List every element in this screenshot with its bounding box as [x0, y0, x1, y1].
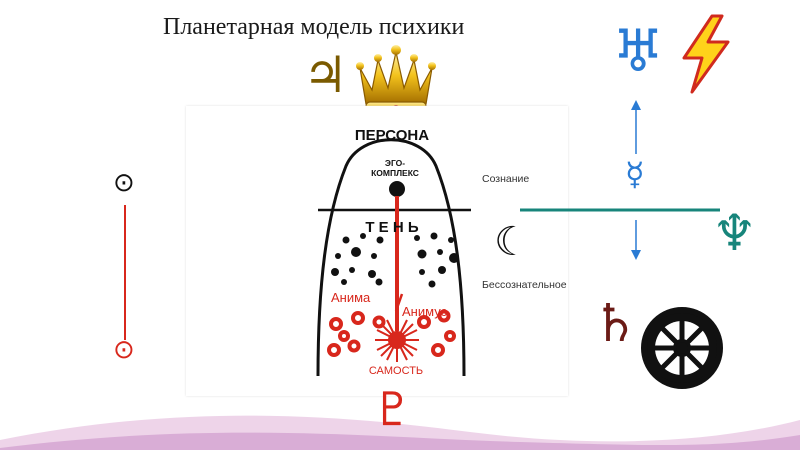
persona-label: ПЕРСОНА	[355, 127, 429, 144]
black-sun-icon	[640, 290, 724, 410]
psyche-bell-outline	[316, 138, 466, 377]
shadow-label: Т Е Н Ь	[365, 219, 419, 236]
lightning-icon	[682, 14, 730, 94]
psyche-diagram: ПЕРСОНА ЭГО- КОМПЛЕКС Т Е Н Ь Анима Аним…	[316, 127, 567, 377]
sun-icon-bottom: ⊙	[113, 335, 135, 365]
shadow-dots	[331, 232, 459, 288]
sun-icon-top: ⊙	[113, 168, 135, 198]
ego-label-1: ЭГО-	[385, 158, 405, 168]
pluto-icon: ♇	[372, 382, 414, 436]
psyche-diagram-panel	[186, 106, 568, 396]
red-vertical-line	[124, 205, 126, 340]
ego-complex-dot	[389, 181, 405, 197]
neptune-icon: ♆	[712, 204, 757, 262]
jupiter-icon: ♃	[303, 46, 348, 104]
right-axis	[520, 100, 720, 260]
mercury-icon: ☿	[625, 155, 645, 193]
anima-animus-slash	[394, 293, 404, 312]
conscious-label: Сознание	[482, 173, 529, 185]
saturn-icon: ♄	[592, 294, 639, 354]
moon-icon: ☾	[494, 219, 530, 265]
ego-label-2: КОМПЛЕКС	[371, 168, 419, 178]
self-starburst	[375, 318, 419, 362]
anima-label: Анима	[331, 290, 371, 305]
slide-title: Планетарная модель психики	[163, 14, 465, 40]
uranus-icon: ♅	[612, 17, 664, 85]
self-rings	[327, 309, 456, 357]
animus-label: Анимус	[402, 304, 448, 319]
unconscious-label: Бессознательное	[482, 279, 567, 291]
self-label: САМОСТЬ	[369, 365, 423, 377]
